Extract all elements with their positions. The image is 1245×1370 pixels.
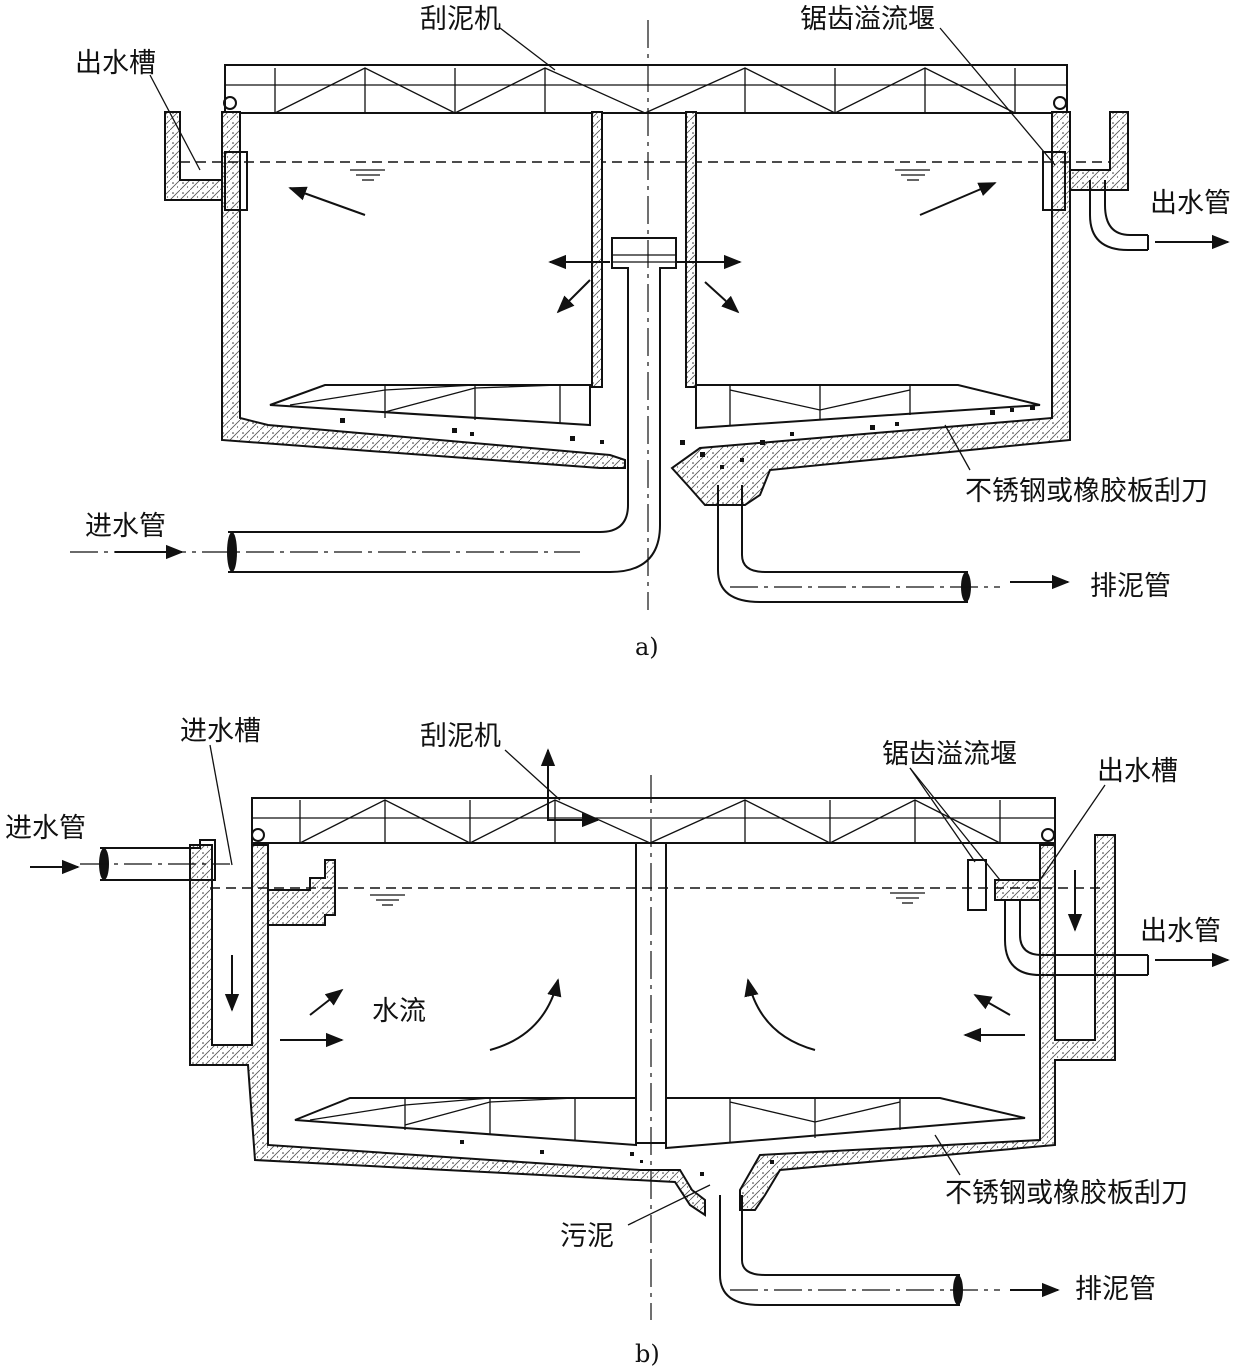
scraper-arm xyxy=(269,384,1041,430)
caption-a: a) xyxy=(635,633,659,661)
sludge-pipe xyxy=(717,485,968,603)
tank-wall xyxy=(189,844,706,1217)
label-scraper: 刮泥机 xyxy=(420,4,501,35)
weir xyxy=(224,151,248,211)
sludge-pipe xyxy=(719,1195,960,1306)
tank-wall xyxy=(670,111,1071,506)
inlet-pipe xyxy=(228,237,677,573)
tank-wall xyxy=(221,111,626,469)
label-weir: 锯齿溢流堰 xyxy=(882,739,1017,770)
leader-lines xyxy=(149,27,1056,471)
inlet-pipe xyxy=(100,839,216,881)
label-water-flow: 水流 xyxy=(372,996,426,1027)
inlet-trough-inner xyxy=(267,859,336,926)
label-inlet-pipe: 进水管 xyxy=(5,813,86,844)
outlet-trough xyxy=(164,111,223,201)
wheel-icon xyxy=(1053,96,1067,110)
sludge-particles xyxy=(460,1140,774,1176)
scraper-bridge xyxy=(251,797,1056,844)
outlet-pipe xyxy=(1004,900,1148,976)
tank-wall xyxy=(739,834,1116,1211)
water-mark xyxy=(350,169,930,181)
diagram-a: 刮泥机 锯齿溢流堰 出水槽 出水管 进水管 不锈钢或橡胶板刮刀 排泥管 a) xyxy=(70,4,1231,661)
water-mark xyxy=(370,892,925,906)
weir xyxy=(1042,151,1066,211)
scraper-bridge xyxy=(223,64,1068,114)
wheel-icon xyxy=(223,96,237,110)
label-outlet-pipe: 出水管 xyxy=(1150,188,1231,219)
label-outlet-trough: 出水槽 xyxy=(75,48,156,79)
label-inlet-trough: 进水槽 xyxy=(180,716,261,747)
outlet-trough xyxy=(1069,111,1129,191)
label-blade: 不锈钢或橡胶板刮刀 xyxy=(945,1178,1188,1209)
diagram-b: 进水槽 刮泥机 锯齿溢流堰 出水槽 进水管 出水管 水流 不锈钢或橡胶板刮刀 污… xyxy=(5,716,1230,1368)
center-well xyxy=(685,111,697,388)
wheel-icon xyxy=(251,828,265,842)
label-weir: 锯齿溢流堰 xyxy=(800,4,935,35)
leader-lines xyxy=(209,744,1106,1226)
outlet-trough xyxy=(994,879,1041,901)
outlet-pipe xyxy=(1089,180,1148,251)
label-outlet-pipe: 出水管 xyxy=(1140,916,1221,947)
weir xyxy=(967,859,987,911)
label-sludge: 污泥 xyxy=(560,1221,614,1252)
label-sludge-pipe: 排泥管 xyxy=(1090,571,1171,602)
label-blade: 不锈钢或橡胶板刮刀 xyxy=(965,476,1208,507)
label-sludge-pipe: 排泥管 xyxy=(1075,1274,1156,1305)
label-outlet-trough: 出水槽 xyxy=(1097,756,1178,787)
caption-b: b) xyxy=(635,1340,660,1368)
sludge-particles xyxy=(340,405,1035,469)
wheel-icon xyxy=(1041,828,1055,842)
scraper-arm xyxy=(294,1097,1026,1150)
label-scraper: 刮泥机 xyxy=(420,721,501,752)
center-well xyxy=(591,111,603,388)
label-inlet-pipe: 进水管 xyxy=(85,511,166,542)
